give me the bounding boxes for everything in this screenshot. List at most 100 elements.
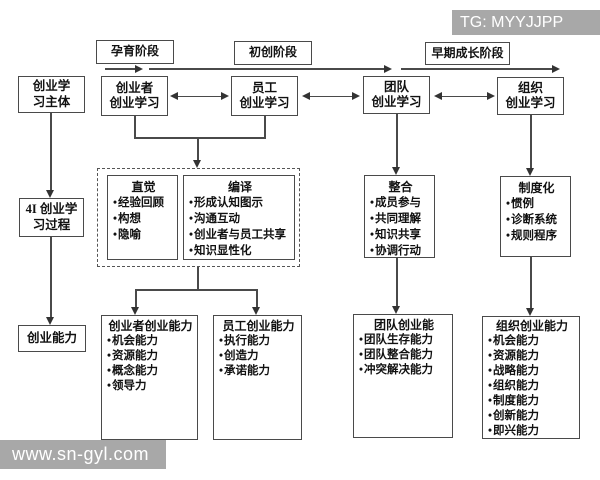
connector-merge-down (197, 137, 199, 160)
arrowhead-institutionalization (526, 168, 534, 176)
entrepreneur-capability-title: 创业者创业能力 (108, 319, 193, 333)
integration-item: 协调行动 (370, 243, 431, 259)
arrowhead-team-capability (392, 306, 400, 314)
learning-team-line-1: 团队 (383, 79, 409, 94)
interpretation-item: 创业者与员工共享 (189, 227, 291, 243)
organization-capability-item: 组织能力 (488, 379, 576, 394)
institutionalization-item: 规则程序 (506, 228, 567, 244)
timeline-segment-2 (149, 68, 384, 70)
process-box-integration: 整合 成员参与 共同理解 知识共享 协调行动 (364, 175, 435, 258)
integration-item: 知识共享 (370, 227, 431, 243)
integration-item: 成员参与 (370, 195, 431, 211)
learning-box-team: 团队 创业学习 (363, 76, 430, 114)
team-capability-item: 团队整合能力 (359, 348, 449, 363)
dashed-group-intuition-interpretation (97, 168, 300, 267)
stage-label-startup: 初创阶段 (248, 45, 297, 60)
interpretation-item: 形成认知图示 (189, 195, 291, 211)
arrowhead-organization-capability (526, 308, 534, 316)
entrepreneur-capability-item: 概念能力 (107, 364, 194, 379)
timeline-arrowhead-3 (552, 64, 560, 73)
watermark-telegram: TG: MYYJJPP (452, 10, 600, 35)
organization-capability-item: 即兴能力 (488, 424, 576, 439)
intuition-title: 直觉 (131, 180, 156, 194)
learning-organization-line-1: 组织 (517, 80, 543, 95)
connector-process-to-capability (50, 237, 52, 317)
connector-entrepreneur-down (134, 116, 136, 138)
learning-organization-line-2: 创业学习 (505, 96, 556, 110)
learning-employee-line-2: 创业学习 (239, 96, 290, 110)
organization-capability-title: 组织创业能力 (495, 319, 568, 333)
biarrow-1-left-head (170, 92, 178, 100)
process-label-line-1: 4I 创业学 (25, 202, 78, 216)
team-capability-title: 团队创业能 (373, 318, 434, 332)
capability-label: 创业能力 (26, 331, 77, 345)
organization-capability-item: 制度能力 (488, 394, 576, 409)
subject-line-1: 创业学 (32, 79, 71, 93)
biarrow-2-left-head (302, 92, 310, 100)
intuition-item: 隐喻 (113, 227, 174, 243)
arrowhead-process-to-capability (46, 317, 54, 325)
learning-box-employee: 员工 创业学习 (231, 76, 298, 116)
institutionalization-title: 制度化 (518, 181, 555, 195)
arrowhead-integration (392, 167, 400, 175)
institutionalization-item: 诊断系统 (506, 212, 567, 228)
connector-organization-to-institutionalization (530, 115, 532, 168)
arrowhead-employee-capability (252, 307, 260, 315)
learning-box-entrepreneur: 创业者 创业学习 (101, 76, 168, 116)
organization-capability-item: 战略能力 (488, 364, 576, 379)
stage-label-incubation: 孕育阶段 (110, 44, 159, 59)
capability-box-organization: 组织创业能力 机会能力 资源能力 战略能力 组织能力 制度能力 创新能力 即兴能… (482, 316, 580, 439)
stage-box-startup: 初创阶段 (234, 41, 312, 65)
timeline-segment-3 (401, 68, 552, 70)
biarrow-2-line (310, 95, 352, 97)
integration-item: 共同理解 (370, 211, 431, 227)
process-box-interpretation: 编译 形成认知图示 沟通互动 创业者与员工共享 知识显性化 (183, 175, 295, 260)
employee-capability-item: 承诺能力 (219, 364, 298, 379)
learning-entrepreneur-line-1: 创业者 (115, 80, 154, 95)
timeline-segment-1 (105, 68, 135, 70)
employee-capability-item: 创造力 (219, 349, 298, 364)
entrepreneur-capability-item: 机会能力 (107, 334, 194, 349)
process-label-box: 4I 创业学 习过程 (19, 198, 84, 237)
arrowhead-entrepreneur-capability (131, 307, 139, 315)
biarrow-3-right-head (487, 92, 495, 100)
learning-team-line-2: 创业学习 (371, 95, 422, 109)
connector-to-entrepreneur-capability (135, 289, 137, 307)
connector-split-horizontal (135, 289, 258, 291)
connector-integration-to-team-capability (396, 258, 398, 306)
connector-dashed-exit (197, 267, 199, 289)
employee-capability-item: 执行能力 (219, 334, 298, 349)
stage-box-early-growth: 早期成长阶段 (425, 42, 510, 65)
biarrow-1-right-head (221, 92, 229, 100)
interpretation-title: 编译 (227, 180, 252, 194)
institutionalization-item: 惯例 (506, 196, 567, 212)
team-capability-item: 团队生存能力 (359, 333, 449, 348)
arrowhead-subject-to-process (46, 190, 54, 198)
learning-entrepreneur-line-2: 创业学习 (109, 96, 160, 110)
entrepreneur-capability-item: 资源能力 (107, 349, 194, 364)
arrowhead-into-dashed-group (193, 160, 201, 168)
connector-subject-to-process (50, 113, 52, 190)
learning-box-organization: 组织 创业学习 (497, 77, 564, 115)
interpretation-item: 沟通互动 (189, 211, 291, 227)
team-capability-item: 冲突解决能力 (359, 363, 449, 378)
organization-capability-item: 机会能力 (488, 334, 576, 349)
biarrow-1-line (178, 95, 221, 97)
employee-capability-title: 员工创业能力 (222, 319, 295, 333)
capability-box-team: 团队创业能 团队生存能力 团队整合能力 冲突解决能力 (353, 314, 453, 438)
connector-employee-down (264, 116, 266, 138)
connector-to-employee-capability (256, 289, 258, 307)
biarrow-2-right-head (352, 92, 360, 100)
watermark-website: www.sn-gyl.com (0, 440, 166, 469)
stage-box-incubation: 孕育阶段 (96, 40, 174, 64)
subject-box: 创业学 习主体 (18, 76, 85, 113)
learning-employee-line-1: 员工 (251, 80, 277, 95)
connector-institutionalization-to-org-capability (530, 257, 532, 308)
subject-line-2: 习主体 (32, 94, 71, 109)
process-box-intuition: 直觉 经验回顾 构想 隐喻 (107, 175, 178, 260)
biarrow-3-left-head (434, 92, 442, 100)
integration-title: 整合 (388, 180, 413, 194)
connector-merge-horizontal (134, 137, 266, 139)
capability-box-entrepreneur: 创业者创业能力 机会能力 资源能力 概念能力 领导力 (101, 315, 198, 440)
